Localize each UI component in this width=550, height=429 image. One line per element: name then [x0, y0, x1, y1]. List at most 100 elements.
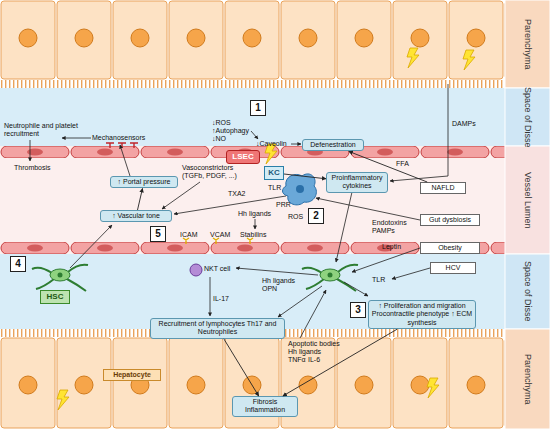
process-box: ↑ Vascular tone: [100, 210, 172, 222]
adhesion-receptor: [183, 238, 253, 244]
vessel-lumen: [0, 146, 505, 254]
stellate-process: [302, 265, 358, 291]
node-text: KC: [267, 168, 281, 178]
strip-band: [505, 146, 550, 254]
callout-number: 4: [10, 256, 26, 272]
annotation-text: Leptin: [382, 243, 401, 251]
mechanosensor-symbol: [106, 143, 138, 148]
cell-label: LSEC: [226, 150, 260, 164]
connector-arrow: [283, 329, 397, 396]
annotation-text: Vasoconstrictors (TGFb, PDGF, ...): [182, 164, 252, 180]
stellate-nucleus: [58, 273, 63, 278]
node-text: LSEC: [229, 152, 257, 162]
leader-arrow: [236, 268, 318, 275]
region-band-label: Space of Disse: [505, 88, 550, 146]
node-text: NAFLD: [423, 184, 463, 192]
node-text: 2: [309, 209, 323, 223]
leader-arrow: [392, 268, 430, 279]
region-band-label: Parenchyma: [505, 329, 550, 429]
connector-arrow: [284, 174, 326, 179]
callout-number: 1: [250, 100, 266, 116]
annotation-text: DAMPs: [452, 120, 476, 128]
node-text: Proinflammatory cytokines: [329, 174, 385, 191]
node-text: HSC: [43, 292, 67, 302]
connector-arrow: [224, 339, 259, 396]
annotation-text: Stabilins: [240, 231, 266, 239]
leader-arrow: [278, 286, 322, 317]
annotation-text: Hh ligands: [288, 348, 321, 356]
strip-band: [505, 0, 550, 88]
process-box: Defenestration: [302, 139, 364, 151]
leader-arrow: [210, 277, 211, 316]
node-text: ↑ Proliferation and migration Procontrac…: [371, 302, 473, 327]
leader-arrow: [62, 138, 91, 139]
injury-bolt: [57, 390, 69, 410]
outcome-box: Fibrosis Inflammation: [232, 396, 298, 417]
leader-arrow: [255, 219, 256, 229]
node-text: Recruitment of lymphocytes Th17 and Neut…: [153, 320, 282, 337]
node-text: Obesity: [423, 244, 477, 252]
region-band-label: Parenchyma: [505, 0, 550, 88]
leader-arrow: [300, 290, 326, 338]
process-box: Proinflammatory cytokines: [326, 172, 388, 193]
annotation-text: ↓Caveolin: [256, 140, 287, 148]
process-box: Recruitment of lymphocytes Th17 and Neut…: [150, 318, 285, 339]
annotation-text: IL-6: [308, 356, 320, 364]
region-name: Parenchyma: [523, 354, 532, 405]
node-text: HCV: [433, 264, 473, 272]
annotation-text: TNFα: [288, 356, 306, 364]
leader-arrow: [30, 140, 31, 161]
leader-arrow: [70, 225, 112, 268]
annotation-text: Mechanosensors: [92, 134, 145, 142]
node-text: Hepatocyte: [106, 371, 158, 379]
cell-label: HSC: [40, 290, 70, 304]
annotation-text: OPN: [262, 285, 277, 293]
stellate-nucleus: [328, 273, 333, 278]
microvilli: [0, 80, 505, 88]
stellate-process: [32, 265, 88, 291]
annotation-text: Apoptotic bodies: [288, 340, 340, 348]
cell-label: Hepatocyte: [103, 369, 161, 381]
annotation-text: ↓ROS: [212, 119, 231, 127]
region-band-label: Space of Disse: [505, 254, 550, 329]
region-name: Space of Disse: [523, 87, 532, 148]
callout-number: 3: [350, 302, 366, 318]
condition-box: NAFLD: [420, 182, 466, 194]
annotation-text: TLR: [372, 276, 385, 284]
annotation-text: Hh ligands: [262, 277, 295, 285]
node-text: Fibrosis Inflammation: [235, 398, 295, 415]
annotation-text: NKT cell: [204, 265, 230, 273]
annotation-text: ROS: [288, 213, 303, 221]
region-band-label: Vessel Lumen: [505, 146, 550, 254]
region-name: Vessel Lumen: [523, 172, 532, 229]
annotation-text: PRR: [276, 201, 291, 209]
annotation-text: TXA2: [228, 190, 246, 198]
leader-arrow: [344, 282, 368, 296]
node-text: 1: [251, 101, 265, 115]
annotation-text: ↑Autophagy: [212, 127, 249, 135]
annotation-text: Neutrophile and platelet recruitment: [4, 122, 92, 138]
leader-arrow: [251, 131, 258, 139]
connector-arrow: [138, 188, 143, 210]
injury-bolt: [407, 48, 419, 68]
annotation-text: TLR: [268, 184, 281, 192]
hepatocyte-row: [0, 337, 505, 429]
stellate-cell: [320, 269, 340, 281]
condition-box: Gut dysbiosis: [420, 214, 480, 226]
callout-number: 2: [308, 208, 324, 224]
kupffer-nucleus: [296, 185, 304, 193]
nkt-cell: [190, 264, 202, 276]
node-text: Defenestration: [305, 141, 361, 149]
annotation-text: ICAM: [180, 231, 198, 239]
node-text: ↑ Portal pressure: [113, 178, 175, 186]
process-box: ↑ Portal pressure: [110, 176, 178, 188]
leader-arrow: [291, 144, 301, 145]
annotation-text: ↓NO: [212, 135, 226, 143]
injury-bolt: [427, 378, 439, 398]
condition-box: HCV: [430, 262, 476, 274]
injury-bolt: [463, 50, 475, 70]
condition-box: Obesity: [420, 242, 480, 254]
node-text: 4: [11, 257, 25, 271]
